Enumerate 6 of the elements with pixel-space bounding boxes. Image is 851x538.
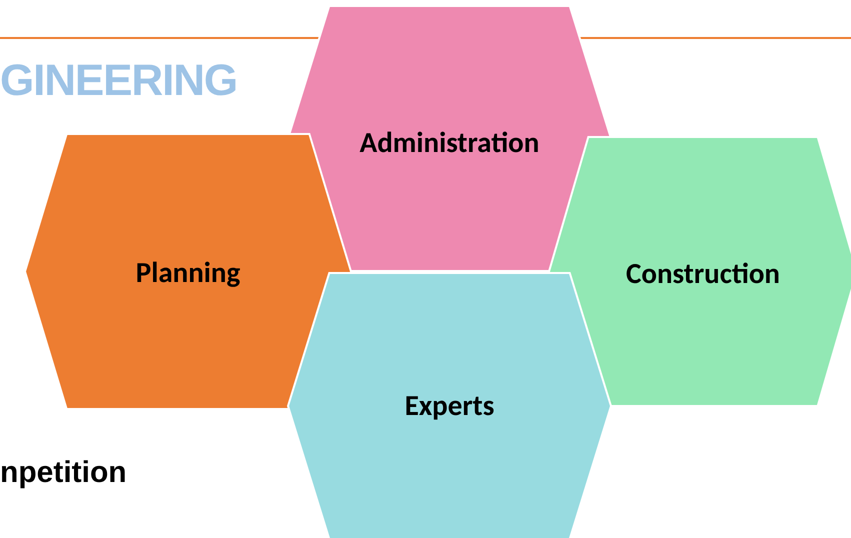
heading-text: GINEERING bbox=[0, 55, 238, 107]
hexagon-label: Experts bbox=[404, 386, 496, 425]
hexagon-label: Planning bbox=[134, 253, 242, 292]
hexagon-label: Construction bbox=[625, 254, 781, 293]
body-text: npetition bbox=[0, 455, 127, 491]
hexagon-label: Administration bbox=[358, 123, 540, 162]
